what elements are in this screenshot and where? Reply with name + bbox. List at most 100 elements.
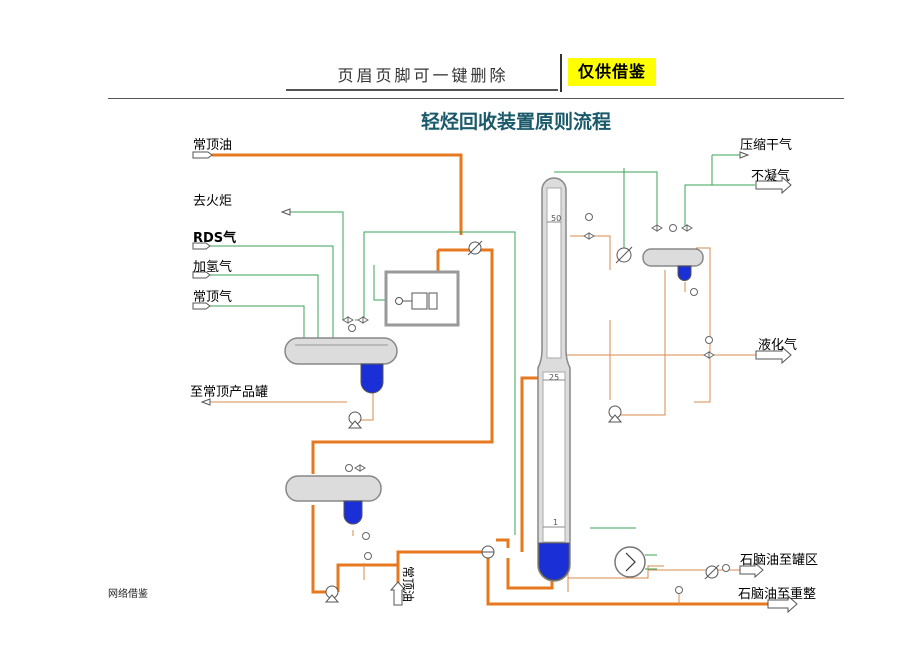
box-motor-icon [395,297,403,305]
pump-2-base [324,594,340,603]
instrument-tc-naoyou [722,564,730,572]
label-changding-you-in: 常顶油 [193,138,232,153]
label-changding-qi: 常顶气 [193,289,232,305]
line-drum-gas-up [684,184,712,228]
reboiler-coil [625,552,636,572]
line-reboiler-return [568,565,664,579]
arrow-out-buning-qi [755,175,792,195]
line-jiaqing [210,274,319,338]
arrow-out-yehua-qi [755,345,792,365]
package-unit-box [384,270,460,327]
label-jiaqing-qi: 加氢气 [193,259,232,275]
column-bottom-liquid [538,542,570,581]
valve-4 [651,224,663,232]
exchanger-3-arrow [704,564,720,580]
label-changding-you-vertical: 常顶油 [401,566,415,602]
line-naoyou-chongzheng [486,552,768,606]
label-buning-qi: 不凝气 [751,168,790,184]
arrow-in-changding-you [192,151,213,159]
arrow-yasuo-ganqi [739,151,750,159]
reflux-drum-2 [285,475,382,525]
arrow-in-rds [192,242,211,250]
arrow-in-jiaqing [192,271,211,279]
drum-3-body [642,248,704,267]
label-yasuo-ganqi: 压缩干气 [740,137,792,153]
valve-1 [342,316,354,324]
line-exchanger-tube [496,538,510,548]
tray-mark-25: 25 [549,373,559,382]
line-buning-qi [711,155,755,186]
arrow-out-qu-huoju [280,208,291,216]
arrow-out-naoyou-guanqu [739,561,764,579]
header-divider [560,54,562,92]
instrument-pc-2 [345,464,353,472]
header-badge: 仅供借鉴 [568,58,656,86]
label-naoyou-guanqu: 石脑油至罐区 [740,553,818,568]
line-changding-you [212,153,463,235]
drum-2-body [285,475,382,502]
pump-1 [347,411,363,429]
pump-3 [607,405,623,423]
instrument-lc-3 [690,288,698,296]
reboiler-steam-lines [645,554,657,570]
condenser-2-arrow [615,246,633,264]
condenser-2 [615,246,633,264]
stream-arrows [192,151,798,614]
line-qu-huoju [290,211,344,320]
line-rds [210,245,334,338]
condenser-1 [467,240,483,256]
box-compressor-head [428,292,438,310]
valve-5 [681,224,693,232]
valve-3 [354,464,366,472]
instrument-pc-1 [348,324,356,332]
overhead-drum-3 [642,248,704,281]
line-reflux-return [610,270,666,416]
condenser-1-arrow [467,240,483,256]
header-underline [286,89,558,91]
reboiler [614,546,657,578]
exchanger-3 [704,564,720,580]
reflux-drum-1 [284,337,398,394]
line-overhead-to-drum [624,171,658,228]
drum-2-boot [343,500,363,525]
instrument-tc-col [585,213,593,221]
reboiler-shell [614,546,646,578]
line-drum3-liquid [694,247,711,403]
tray-mark-1: 1 [553,518,558,527]
arrow-in-changding-qi [192,302,211,310]
valve-lpg [703,351,715,359]
diagram-title: 轻烃回收装置原则流程 [421,110,611,133]
instrument-pc-3 [669,224,677,232]
line-feed-to-column [520,376,538,552]
pump-3-base [607,414,623,423]
tan-liquid-lines [210,235,756,604]
instrument-lc-2 [362,532,370,540]
instrument-fc-lpg [705,336,713,344]
pump-1-base [347,420,363,429]
arrow-changding-you-up [389,581,407,606]
valve-reflux [583,232,595,240]
drum-3-boot [677,265,692,281]
stream-labels: 常顶油 去火炬 RDS气 加氢气 常顶气 至常顶产品罐 常顶油 压缩干气 不凝气… [190,137,818,602]
feed-exchanger [481,545,495,559]
column-upper-internal [546,187,562,359]
instrument-fc-naoyou [675,586,683,594]
column-lower-internal [542,371,566,543]
footer-text: 网络借鉴 [108,589,148,600]
header-text: 页眉页脚可一键删除 [337,66,509,85]
instruments [342,213,730,594]
stabilizer-column: 50 25 1 [537,177,571,582]
pump-2 [324,585,340,603]
label-rds-qi: RDS气 [193,230,236,246]
valve-2 [357,316,369,324]
tray-mark-50: 50 [551,214,561,223]
drum-1-boot [360,363,384,394]
line-column-reflux [570,235,611,270]
label-qu-huoju: 去火炬 [193,194,232,209]
label-naoyou-chongzheng: 石脑油至重整 [738,586,816,602]
arrow-out-naoyou-chongzheng [767,594,798,614]
line-drum2-to-pump [311,505,326,594]
arrow-out-changding-guan [200,398,211,406]
label-zhi-changding-guan: 至常顶产品罐 [190,385,268,400]
